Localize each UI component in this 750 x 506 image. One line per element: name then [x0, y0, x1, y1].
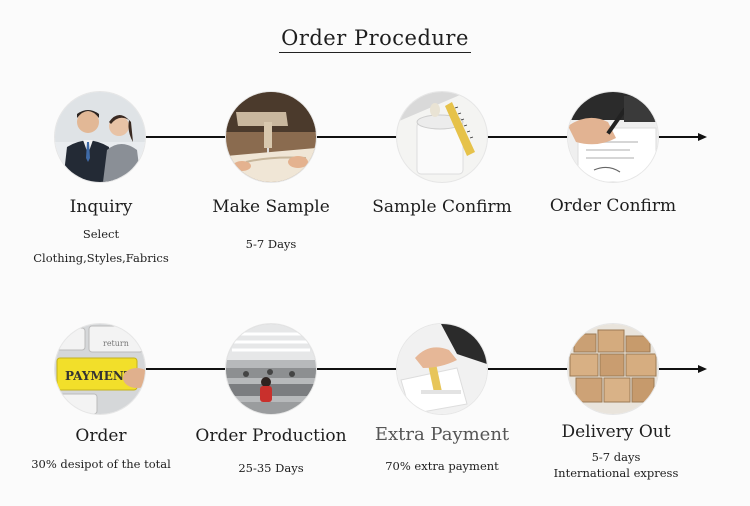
payment-keyboard-image: return PAYMENT: [55, 324, 145, 414]
cardboard-boxes-image: [568, 324, 658, 414]
garment-factory-image: [226, 324, 316, 414]
step-order-production-label: Order Production: [195, 426, 347, 446]
row1-arrow-icon: [698, 133, 707, 141]
signing-contract-image: [568, 92, 658, 182]
card-payment-image: [397, 324, 487, 414]
sewing-machine-image: [226, 92, 316, 182]
step-delivery-out-detail-1: 5-7 days: [591, 450, 641, 464]
step-order-detail: 30% desipot of the total: [31, 457, 171, 471]
keyboard-return-key-text: return: [103, 339, 129, 348]
step-inquiry-label: Inquiry: [69, 197, 133, 217]
step-delivery-out-label: Delivery Out: [561, 422, 671, 442]
row2-arrow-icon: [698, 365, 707, 373]
page-title: Order Procedure: [0, 26, 750, 53]
step-inquiry-detail-2: Clothing,Styles,Fabrics: [33, 251, 169, 265]
step-delivery-out-detail-2: International express: [553, 466, 679, 480]
step-sample-confirm-label: Sample Confirm: [372, 197, 512, 217]
step-make-sample-detail: 5-7 Days: [245, 237, 297, 251]
step-extra-payment-detail: 70% extra payment: [385, 459, 499, 473]
step-order-label: Order: [75, 426, 127, 446]
step-inquiry-detail-1: Select: [82, 227, 120, 241]
step-make-sample-label: Make Sample: [212, 197, 330, 217]
step-order-production-detail: 25-35 Days: [238, 461, 304, 475]
keyboard-payment-key-text: PAYMENT: [65, 369, 133, 383]
business-meeting-image: [55, 92, 145, 182]
fabric-measuring-tape-image: [397, 92, 487, 182]
step-order-confirm-label: Order Confirm: [549, 196, 677, 216]
step-extra-payment-label: Extra Payment: [374, 424, 510, 445]
page-title-text: Order Procedure: [279, 26, 471, 53]
